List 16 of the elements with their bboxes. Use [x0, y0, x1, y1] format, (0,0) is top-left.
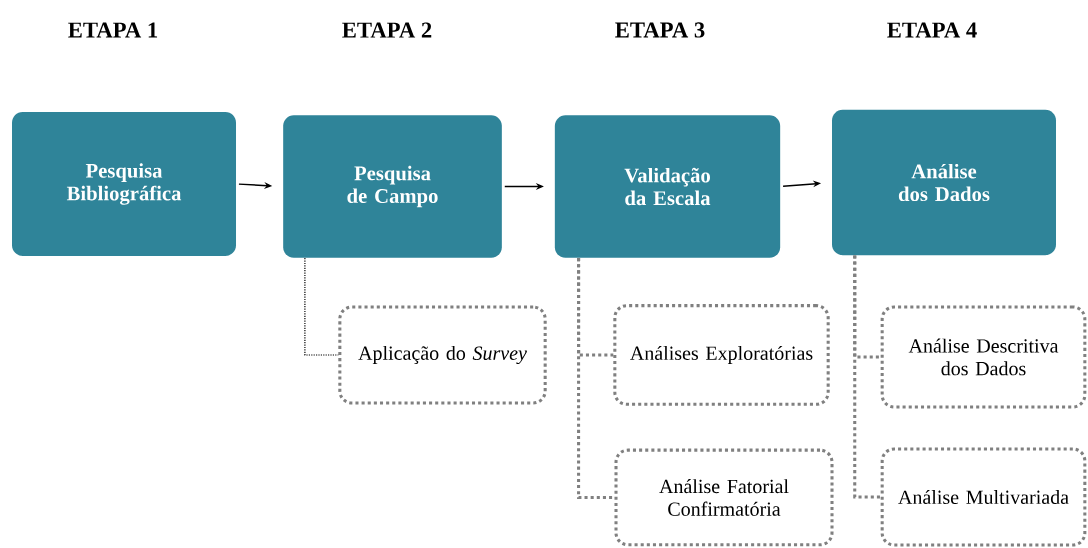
stage-box: Pesquisa Bibliográfica — [12, 112, 236, 256]
activity-box: Análises Exploratórias — [613, 304, 830, 406]
activity-box: Análise Descritiva dos Dados — [880, 305, 1087, 409]
stage-heading: ETAPA 4 — [887, 22, 977, 38]
stage-box: Pesquisa de Campo — [283, 115, 502, 258]
stage-heading: ETAPA 2 — [342, 22, 432, 38]
activity-box: Análise Multivariada — [880, 447, 1087, 547]
stage-box: Análise dos Dados — [832, 109, 1056, 256]
activity-box: Aplicação do Survey — [338, 305, 547, 405]
connector-line — [853, 255, 881, 499]
activity-box: Análise Fatorial Confirmatória — [614, 448, 834, 547]
stage-heading: ETAPA 1 — [68, 22, 158, 38]
connector-line — [577, 258, 615, 500]
connector-line — [304, 257, 339, 356]
stage-heading: ETAPA 3 — [615, 22, 705, 38]
stage-box: Validação da Escala — [554, 115, 781, 258]
